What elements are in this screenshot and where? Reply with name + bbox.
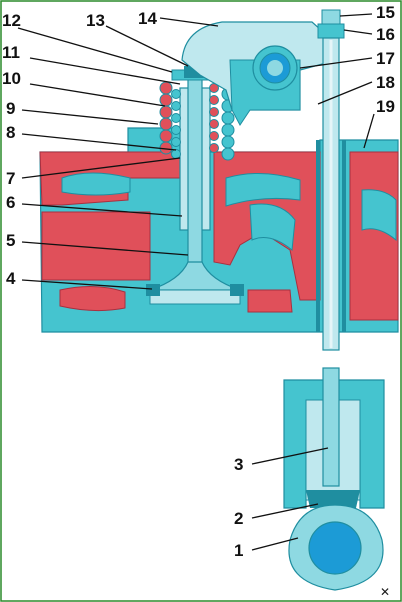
spring-coil — [221, 111, 235, 125]
push-rod-lower — [322, 367, 340, 487]
camshaft-journal — [308, 521, 362, 575]
spring-coil — [159, 81, 173, 95]
spring-coil — [209, 143, 219, 153]
callout-14: 14 — [138, 9, 157, 28]
callout-6: 6 — [6, 193, 15, 212]
spring-coil — [159, 129, 173, 143]
spring-coil — [171, 137, 181, 147]
cylinder-head — [39, 127, 399, 333]
valve-seat-left — [146, 284, 160, 296]
spring-coil — [221, 123, 235, 137]
callout-19: 19 — [376, 97, 395, 116]
tappet-base — [306, 490, 360, 508]
valve-assembly — [146, 65, 244, 305]
callout-3: 3 — [234, 455, 243, 474]
callout-12: 12 — [2, 11, 21, 30]
spring-coil — [171, 149, 181, 159]
lock-nut — [317, 23, 345, 39]
spring-coil — [209, 95, 219, 105]
spring-coil — [171, 113, 181, 123]
spring-coil — [221, 135, 235, 149]
spring-coil — [209, 131, 219, 141]
rocker-assembly — [181, 9, 345, 126]
callout-13: 13 — [86, 11, 105, 30]
callout-1: 1 — [234, 541, 243, 560]
spring-coil — [209, 119, 219, 129]
callout-15: 15 — [376, 3, 395, 22]
callout-5: 5 — [6, 231, 15, 250]
rocker-shaft-core — [267, 60, 283, 76]
push-rod — [316, 37, 346, 351]
camshaft — [288, 504, 384, 591]
callout-11: 11 — [2, 43, 20, 62]
callout-4: 4 — [6, 269, 16, 288]
spring-coil — [159, 117, 173, 131]
spring-coil — [221, 147, 235, 161]
callout-labels: 12 13 14 11 10 9 8 7 6 5 4 15 16 17 18 1… — [2, 3, 395, 560]
callout-leaders — [17, 13, 375, 551]
callout-8: 8 — [6, 123, 15, 142]
valve-disc — [149, 289, 241, 305]
callout-17: 17 — [376, 49, 395, 68]
spring-coil — [209, 107, 219, 117]
spring-coil — [171, 89, 181, 99]
spring-coil — [159, 105, 173, 119]
spring-coil — [171, 125, 181, 135]
callout-9: 9 — [6, 99, 15, 118]
callout-10: 10 — [2, 69, 21, 88]
callout-2: 2 — [234, 509, 243, 528]
spring-coil — [159, 93, 173, 107]
valve-stem — [187, 65, 203, 277]
callout-18: 18 — [376, 73, 395, 92]
corner-mark: ✕ — [380, 585, 390, 599]
callout-7: 7 — [6, 169, 15, 188]
spring-coil — [171, 101, 181, 111]
valve-seat-right — [230, 284, 244, 296]
callout-16: 16 — [376, 25, 395, 44]
tappet-block — [283, 367, 385, 509]
